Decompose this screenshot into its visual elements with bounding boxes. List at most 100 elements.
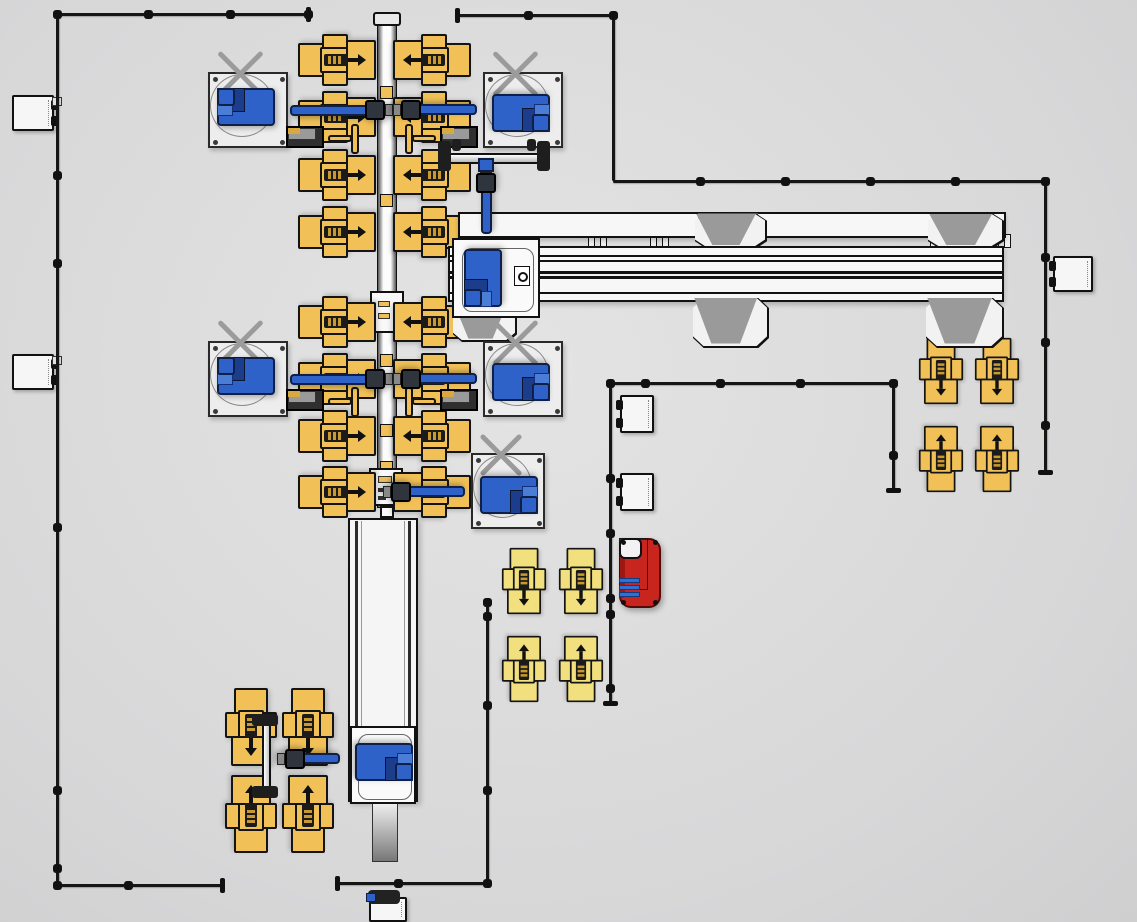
part-fixture-pale[interactable] <box>501 547 547 615</box>
crossbar-clamp <box>438 141 451 171</box>
fixture-block <box>319 712 334 738</box>
tool-cart[interactable] <box>619 538 661 608</box>
fence-post <box>605 473 615 483</box>
tool-stand[interactable] <box>286 126 324 148</box>
six-axis-robot[interactable] <box>388 357 550 401</box>
robot-arm <box>290 374 369 385</box>
gantry-rail[interactable] <box>448 246 1004 302</box>
fixture-clamp-rib <box>993 371 1001 375</box>
rail-part-marker[interactable] <box>380 424 393 437</box>
gantry-support-pad[interactable] <box>695 214 767 248</box>
fixture-clamp-rib <box>338 56 341 64</box>
fixture-pin-arrow <box>358 226 366 238</box>
tool-stand[interactable] <box>440 389 478 411</box>
controller-cabinet[interactable] <box>12 95 54 131</box>
fixture-clamp-rib <box>247 820 255 823</box>
part-fixture-pale[interactable] <box>558 547 604 615</box>
fixture-clamp-rib <box>428 171 431 179</box>
rail-center-line <box>450 274 1002 276</box>
part-fixture[interactable] <box>974 425 1020 493</box>
safety-fence-segment[interactable] <box>891 383 895 492</box>
fence-post <box>795 378 805 388</box>
fixture-clamp-rib <box>338 432 341 440</box>
six-axis-robot[interactable] <box>464 160 508 307</box>
safety-fence-segment[interactable] <box>55 14 59 885</box>
fence-post <box>608 10 618 20</box>
six-axis-robot[interactable] <box>217 88 398 132</box>
fixture-block <box>421 333 447 348</box>
vertical-tool-frame[interactable] <box>262 722 271 792</box>
controller-cabinet[interactable] <box>620 473 654 511</box>
fixture-pin <box>411 320 421 324</box>
part-fixture[interactable] <box>298 206 376 258</box>
part-fixture[interactable] <box>974 337 1020 405</box>
safety-fence-segment[interactable] <box>1043 181 1047 475</box>
part-fixture[interactable] <box>298 149 376 201</box>
safety-fence-segment[interactable] <box>57 883 222 887</box>
six-axis-robot[interactable] <box>378 470 538 514</box>
t-handle-tool[interactable] <box>328 387 360 417</box>
gantry-support-pad[interactable] <box>693 298 769 348</box>
mini-robot-unit[interactable] <box>368 890 400 904</box>
robot-shoulder <box>395 763 413 781</box>
rail-part-marker[interactable] <box>380 86 393 99</box>
fence-post <box>640 378 650 388</box>
carriage-marker <box>378 301 390 307</box>
safety-fence-segment[interactable] <box>613 179 1045 183</box>
safety-fence-segment[interactable] <box>610 381 893 385</box>
rail-part-marker[interactable] <box>380 354 393 367</box>
six-axis-robot[interactable] <box>217 357 398 401</box>
part-fixture[interactable] <box>393 34 471 86</box>
tool-stand[interactable] <box>286 389 324 411</box>
part-fixture[interactable] <box>298 296 376 348</box>
fixture-pin <box>522 651 526 660</box>
stand-tool-tick <box>442 128 454 134</box>
fence-post <box>695 176 705 186</box>
robot-shoulder <box>520 496 538 514</box>
fence-post <box>888 378 898 388</box>
fixture-clamp-rib <box>328 56 331 64</box>
part-fixture[interactable] <box>298 34 376 86</box>
controller-cabinet[interactable] <box>1053 256 1093 292</box>
fixture-pin-arrow <box>935 434 947 442</box>
t-handle-tool[interactable] <box>404 124 436 154</box>
six-axis-robot[interactable] <box>272 737 413 781</box>
part-fixture-pale[interactable] <box>501 635 547 703</box>
part-fixture[interactable] <box>298 466 376 518</box>
robot-shoulder <box>464 289 482 307</box>
part-fixture[interactable] <box>298 410 376 462</box>
part-fixture[interactable] <box>393 410 471 462</box>
controller-cabinet[interactable] <box>620 395 654 433</box>
t-handle-tool[interactable] <box>328 124 360 154</box>
safety-fence-segment[interactable] <box>608 383 612 705</box>
fixture-clamp-rib <box>438 56 441 64</box>
fixture-block <box>950 358 964 381</box>
part-fixture[interactable] <box>918 425 964 493</box>
part-fixture-pale[interactable] <box>558 635 604 703</box>
fence-post <box>1040 420 1050 430</box>
safety-fence-segment[interactable] <box>335 881 487 885</box>
gantry-support-pad[interactable] <box>926 298 1004 348</box>
safety-fence-segment[interactable] <box>57 12 308 16</box>
cabinet-connector <box>616 496 623 506</box>
fixture-pin <box>348 490 358 494</box>
six-axis-robot[interactable] <box>388 88 550 132</box>
robot-tool-tip <box>277 753 285 765</box>
fixture-pin <box>411 434 421 438</box>
fixture-pin <box>348 230 358 234</box>
cabinet-door <box>17 100 49 126</box>
fixture-pin-arrow <box>358 54 366 66</box>
fixture-block <box>533 568 547 591</box>
controller-cabinet[interactable] <box>12 354 54 390</box>
fixture-block <box>533 659 547 682</box>
safety-fence-segment[interactable] <box>611 15 615 181</box>
fence-post <box>715 378 725 388</box>
gripper-crossbar[interactable] <box>444 153 544 164</box>
rail-part-marker[interactable] <box>380 194 393 207</box>
part-fixture[interactable] <box>282 775 334 853</box>
gantry-support-pad[interactable] <box>928 214 1004 248</box>
safety-fence-segment[interactable] <box>485 600 489 883</box>
safety-fence-segment[interactable] <box>455 13 613 17</box>
fixture-pin <box>939 380 943 389</box>
cart-shade <box>619 538 625 598</box>
